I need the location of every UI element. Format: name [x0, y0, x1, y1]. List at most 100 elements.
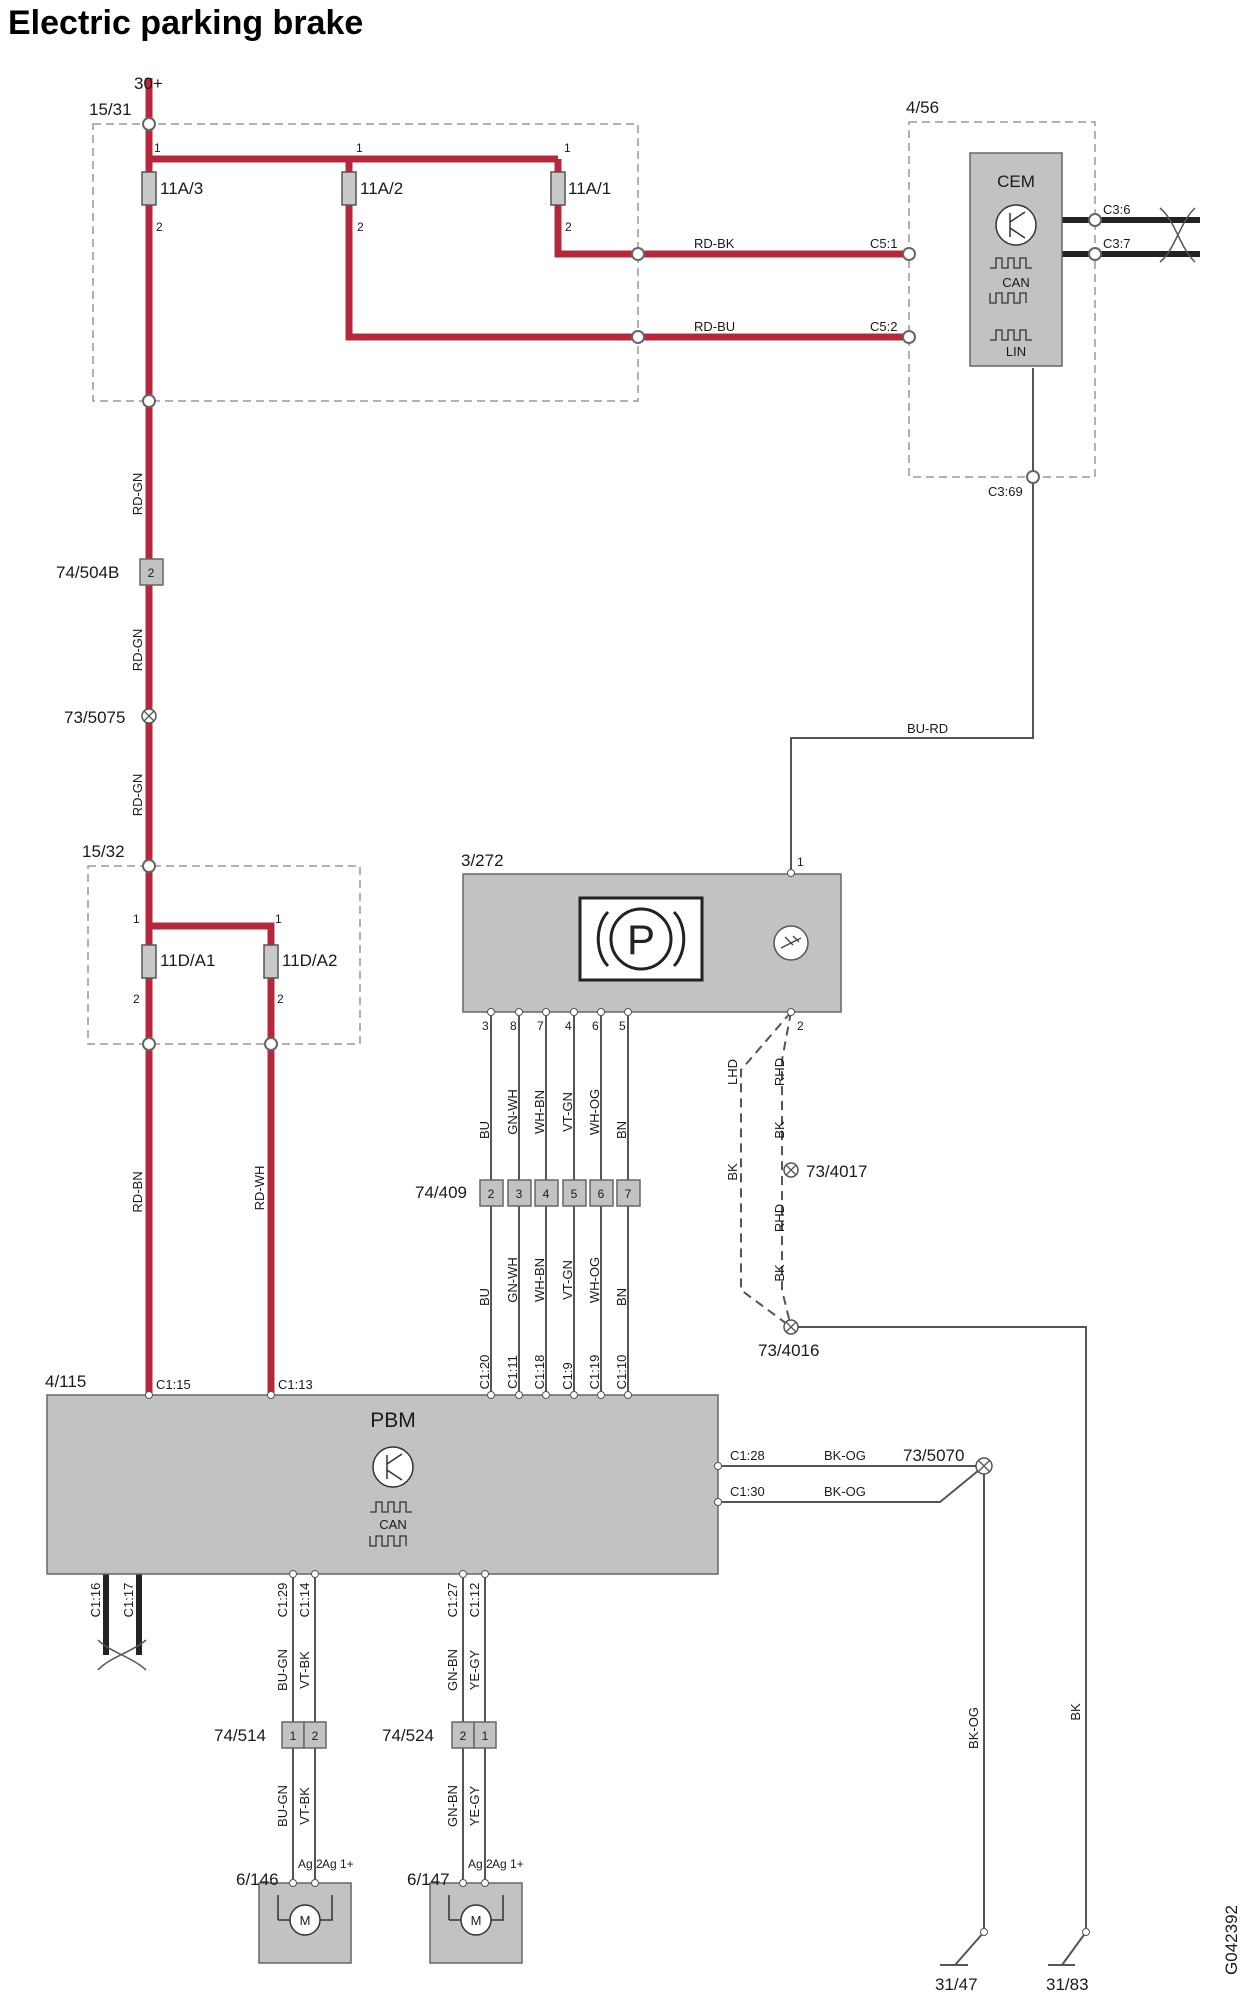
fusebox-15-31-outline	[92, 123, 639, 402]
cem-ref-label: 4/56	[906, 98, 939, 117]
connector-pin: 2	[312, 1729, 319, 1743]
wire-label: BU	[477, 1288, 492, 1306]
fuse-pin: 1	[133, 912, 140, 926]
cem-module	[969, 152, 1063, 367]
wire-label-bk-og: BK-OG	[966, 1707, 981, 1749]
wire-bk-og	[718, 1465, 985, 1932]
pbm-pin: C1:16	[88, 1583, 103, 1618]
pbm-pin: C1:10	[614, 1355, 629, 1390]
cem-name: CEM	[997, 172, 1035, 191]
motor-right-icon	[460, 1904, 492, 1936]
connector-74-514-cell	[303, 1721, 327, 1749]
pbm-can-bus	[103, 1574, 142, 1655]
connection-nodes	[142, 117, 1102, 1051]
cem-lin-label: LIN	[1006, 344, 1026, 359]
pbm-pin: C1:27	[445, 1583, 460, 1618]
pbm-pin: C1:14	[297, 1583, 312, 1618]
connector-74-409-cell	[534, 1179, 559, 1207]
lin-signal-icon	[990, 329, 1032, 341]
pbm-pin: C1:18	[532, 1355, 547, 1390]
parking-p-icon-arcs	[596, 910, 686, 968]
wire-label: WH-OG	[587, 1089, 602, 1135]
transistor-icon-lines	[1009, 211, 1026, 239]
wire-label: WH-BN	[532, 1258, 547, 1302]
node	[902, 330, 916, 344]
switch-pin: 8	[510, 1019, 517, 1033]
fuse-11a3-label: 11A/3	[160, 179, 203, 198]
parking-p-letter: P	[627, 916, 655, 963]
fuse-11da1	[141, 944, 157, 979]
fuse-pin: 1	[564, 141, 571, 155]
node	[142, 1037, 156, 1051]
pbm-pin: C1:20	[477, 1355, 492, 1390]
wire-label-rhd: RHD	[772, 1058, 787, 1086]
connector-74-409-cell	[589, 1179, 614, 1207]
connector-pin: 3	[516, 1187, 523, 1201]
ground-label-31-47: 31/47	[935, 1975, 978, 1994]
node	[142, 859, 156, 873]
wire-label-gn-bn: GN-BN	[445, 1785, 460, 1827]
switch-pin: 4	[565, 1019, 572, 1033]
switch-p-symbol-frame	[578, 896, 704, 982]
pbm-pin-c1-30: C1:30	[730, 1484, 765, 1499]
fusebox-15-32-label: 15/32	[82, 842, 125, 861]
connector-pin: 1	[290, 1729, 297, 1743]
pbm-transistor-icon	[372, 1446, 414, 1488]
pbm-pin-c1-13: C1:13	[278, 1377, 313, 1392]
node	[264, 1037, 278, 1051]
motor-left-symbol: M	[300, 1913, 311, 1928]
connector-74-524: 2 1	[451, 1721, 497, 1749]
wire-label: BN	[614, 1288, 629, 1306]
diagram-title: Electric parking brake	[8, 4, 363, 42]
splice-73-5075-label: 73/5075	[64, 708, 125, 727]
fuse-pin: 2	[133, 992, 140, 1006]
connector-74-409-cell	[479, 1179, 504, 1207]
wire-label-vt-bk: VT-BK	[297, 1787, 312, 1825]
connector-74-409-label: 74/409	[415, 1183, 467, 1202]
wire-label-rd-bn: RD-BN	[130, 1171, 145, 1212]
motor-right-wiring	[448, 1895, 504, 1921]
fuse-11a1	[550, 171, 566, 206]
pbm-pin: C1:17	[121, 1583, 136, 1618]
cem-outline	[908, 121, 1096, 478]
pbm-can-twist-icon	[97, 1639, 147, 1671]
connector-74-514: 1 2	[281, 1721, 327, 1749]
connector-pin: 2	[488, 1187, 495, 1201]
pbm-can-label: CAN	[379, 1517, 406, 1532]
connector-74-504b-pin: 2	[148, 566, 155, 580]
splice-73-4016-label: 73/4016	[758, 1341, 819, 1360]
motor-right-symbol: M	[471, 1913, 482, 1928]
connector-pin: 6	[598, 1187, 605, 1201]
wire-label-bk: BK	[725, 1163, 740, 1181]
splice-73-4016	[783, 1319, 799, 1335]
node	[1088, 213, 1102, 227]
transistor-icon	[995, 204, 1037, 246]
wire-label-rhd: RHD	[772, 1204, 787, 1232]
cem-pin-c5-2: C5:2	[870, 319, 897, 334]
switch-ref-label: 3/272	[461, 851, 504, 870]
can-twist-icon	[1159, 207, 1196, 263]
wire-label-bk-og: BK-OG	[824, 1448, 866, 1463]
wire-label: WH-BN	[532, 1090, 547, 1134]
wire-label-ye-gy: YE-GY	[467, 1785, 482, 1826]
fuse-11da1-label: 11D/A1	[160, 951, 215, 970]
node	[142, 394, 156, 408]
fuse-pin: 1	[275, 912, 282, 926]
wire-label: GN-WH	[505, 1257, 520, 1303]
wire-label-ye-gy: YE-GY	[467, 1649, 482, 1690]
connector-74-504b	[139, 558, 164, 586]
splice-73-4017	[783, 1162, 799, 1178]
connector-pin: 4	[543, 1187, 550, 1201]
can-signal-icon-2	[989, 292, 1027, 304]
motor-right-label: 6/147	[407, 1870, 450, 1889]
wire-rd-bu	[345, 159, 909, 341]
pbm-ref-label: 4/115	[45, 1372, 86, 1391]
switch-pin: 3	[482, 1019, 489, 1033]
connector-74-504b-label: 74/504B	[56, 563, 119, 582]
connector-74-409-cell	[562, 1179, 587, 1207]
wire-label-gn-bn: GN-BN	[445, 1649, 460, 1691]
cem-pin-c3-6: C3:6	[1103, 202, 1130, 217]
splice-73-4017-label: 73/4017	[806, 1162, 867, 1181]
wire-label-bu-gn: BU-GN	[275, 1785, 290, 1827]
fuse-11da2	[263, 944, 279, 979]
